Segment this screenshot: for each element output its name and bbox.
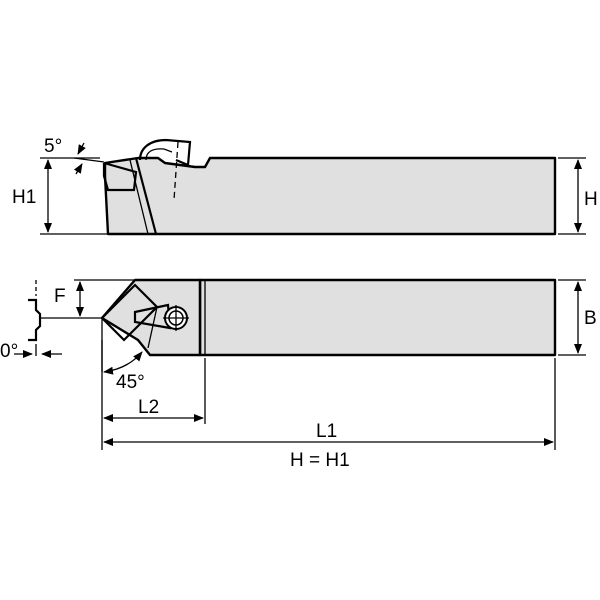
angle-0-label: 0° xyxy=(0,341,18,362)
l1-label: L1 xyxy=(316,421,337,442)
h-equals-h1-label: H = H1 xyxy=(290,450,350,471)
h1-left-label: H1 xyxy=(12,187,36,208)
l2-label: L2 xyxy=(138,397,159,418)
side-view-clamp xyxy=(138,138,192,167)
h-right-label: H xyxy=(584,189,598,210)
angle-5-label: 5° xyxy=(44,136,62,157)
top-view-shank xyxy=(198,278,557,357)
b-label: B xyxy=(584,308,597,329)
angle-45-label: 45° xyxy=(116,372,145,393)
side-view: H1 5° H xyxy=(12,136,598,236)
top-view: F B 0° 45° L2 L1 H = H1 xyxy=(0,278,597,471)
side-view-insert xyxy=(102,161,138,192)
workpiece-symbol xyxy=(28,298,42,342)
side-view-shank xyxy=(103,156,557,236)
f-label: F xyxy=(54,286,66,307)
